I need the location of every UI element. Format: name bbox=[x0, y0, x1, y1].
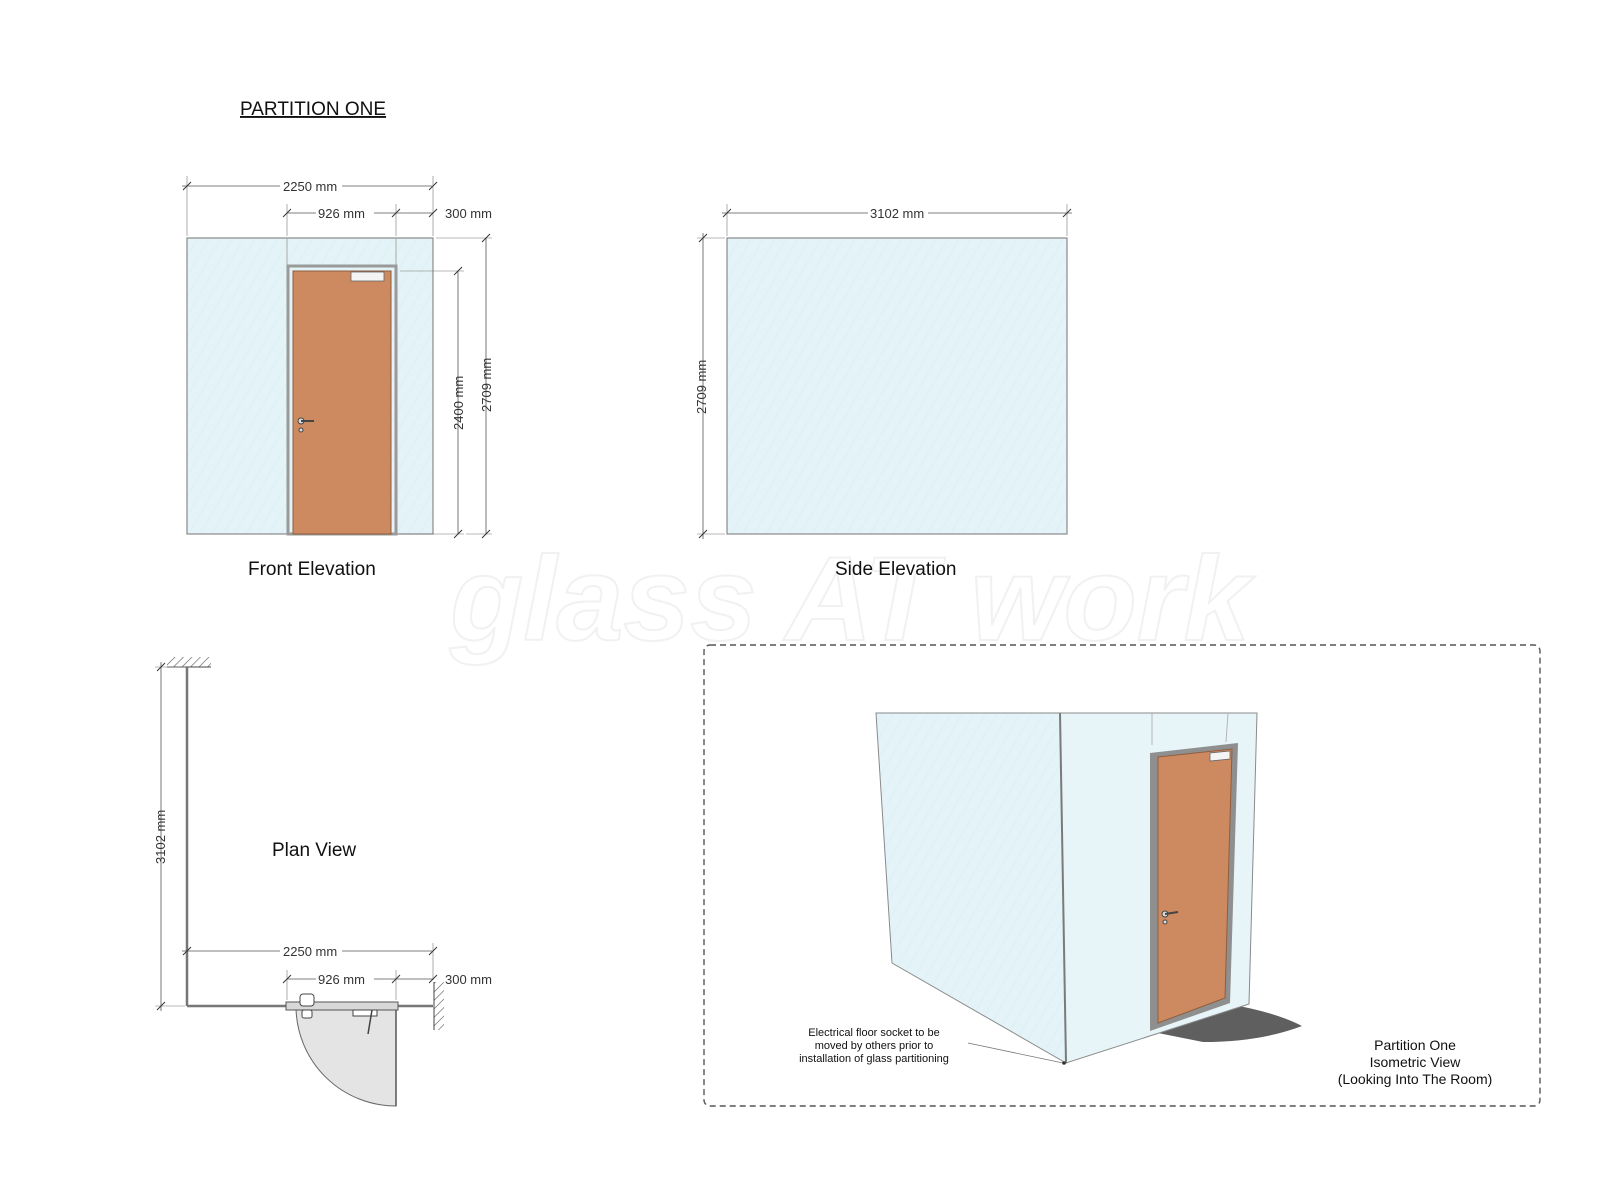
plan-door-swing bbox=[295, 1007, 397, 1107]
isometric-frame bbox=[703, 644, 1541, 1107]
door-closer-icon bbox=[350, 271, 385, 282]
floor-socket-leader bbox=[967, 1042, 1064, 1064]
iso-caption-line-2: Isometric View bbox=[1370, 1054, 1462, 1070]
side-elevation-label: Side Elevation bbox=[835, 559, 956, 580]
front-side-panel-dim: 300 mm bbox=[445, 206, 492, 221]
floor-socket-note-line-1: Electrical floor socket to be bbox=[808, 1027, 939, 1039]
plan-wall-hatch-right bbox=[434, 982, 444, 1030]
plan-door-width-dim: 926 mm bbox=[318, 972, 365, 987]
side-elevation: 3102 mm 2709 mm Side Elevation bbox=[694, 204, 1072, 580]
iso-door-handle-icon bbox=[1161, 910, 1179, 925]
side-width-dim: 3102 mm bbox=[870, 206, 924, 221]
plan-door-leaf bbox=[285, 1001, 399, 1011]
watermark: glass AT work bbox=[449, 532, 1255, 666]
front-elevation-label: Front Elevation bbox=[248, 559, 376, 580]
iso-floor-shadow bbox=[1153, 1004, 1302, 1042]
iso-door-closer-icon bbox=[1209, 750, 1231, 762]
plan-side-panel-dim: 300 mm bbox=[445, 972, 492, 987]
floor-socket-note-line-3: installation of glass partitioning bbox=[799, 1053, 949, 1065]
floor-socket-note-line-2: moved by others prior to bbox=[815, 1040, 934, 1052]
front-overall-height-dim: 2709 mm bbox=[479, 358, 494, 412]
front-overall-width-dim: 2250 mm bbox=[283, 179, 337, 194]
front-door-height-dim: 2400 mm bbox=[451, 376, 466, 430]
iso-door bbox=[1157, 748, 1233, 1024]
isometric-view: Electrical floor socket to be moved by o… bbox=[703, 644, 1541, 1107]
iso-caption-line-1: Partition One bbox=[1374, 1037, 1456, 1053]
iso-caption-line-3: (Looking Into The Room) bbox=[1338, 1071, 1493, 1087]
side-height-dim: 2709 mm bbox=[694, 360, 709, 414]
door-handle-icon bbox=[297, 417, 314, 433]
front-door-width-dim: 926 mm bbox=[318, 206, 365, 221]
side-glass-panel bbox=[726, 237, 1068, 535]
drawing-title: PARTITION ONE bbox=[240, 99, 386, 120]
front-door bbox=[292, 270, 392, 535]
plan-door-closer-icon bbox=[352, 1009, 378, 1017]
plan-door-handle-icon bbox=[299, 993, 315, 1007]
iso-side-glass-panel bbox=[875, 712, 1067, 1064]
floor-socket-marker bbox=[1062, 1061, 1066, 1065]
plan-overall-width-dim: 2250 mm bbox=[283, 944, 337, 959]
iso-corner-post bbox=[1059, 712, 1067, 1064]
plan-view-label: Plan View bbox=[272, 840, 356, 861]
plan-depth-dim: 3102 mm bbox=[153, 810, 168, 864]
front-elevation: 2250 mm 926 mm 300 mm 2400 mm 2709 mm Fr… bbox=[182, 176, 494, 580]
plan-wall-hatch-top bbox=[167, 657, 211, 667]
plan-view: 3102 mm 2250 mm 926 mm 300 mm Plan View bbox=[153, 657, 492, 1107]
